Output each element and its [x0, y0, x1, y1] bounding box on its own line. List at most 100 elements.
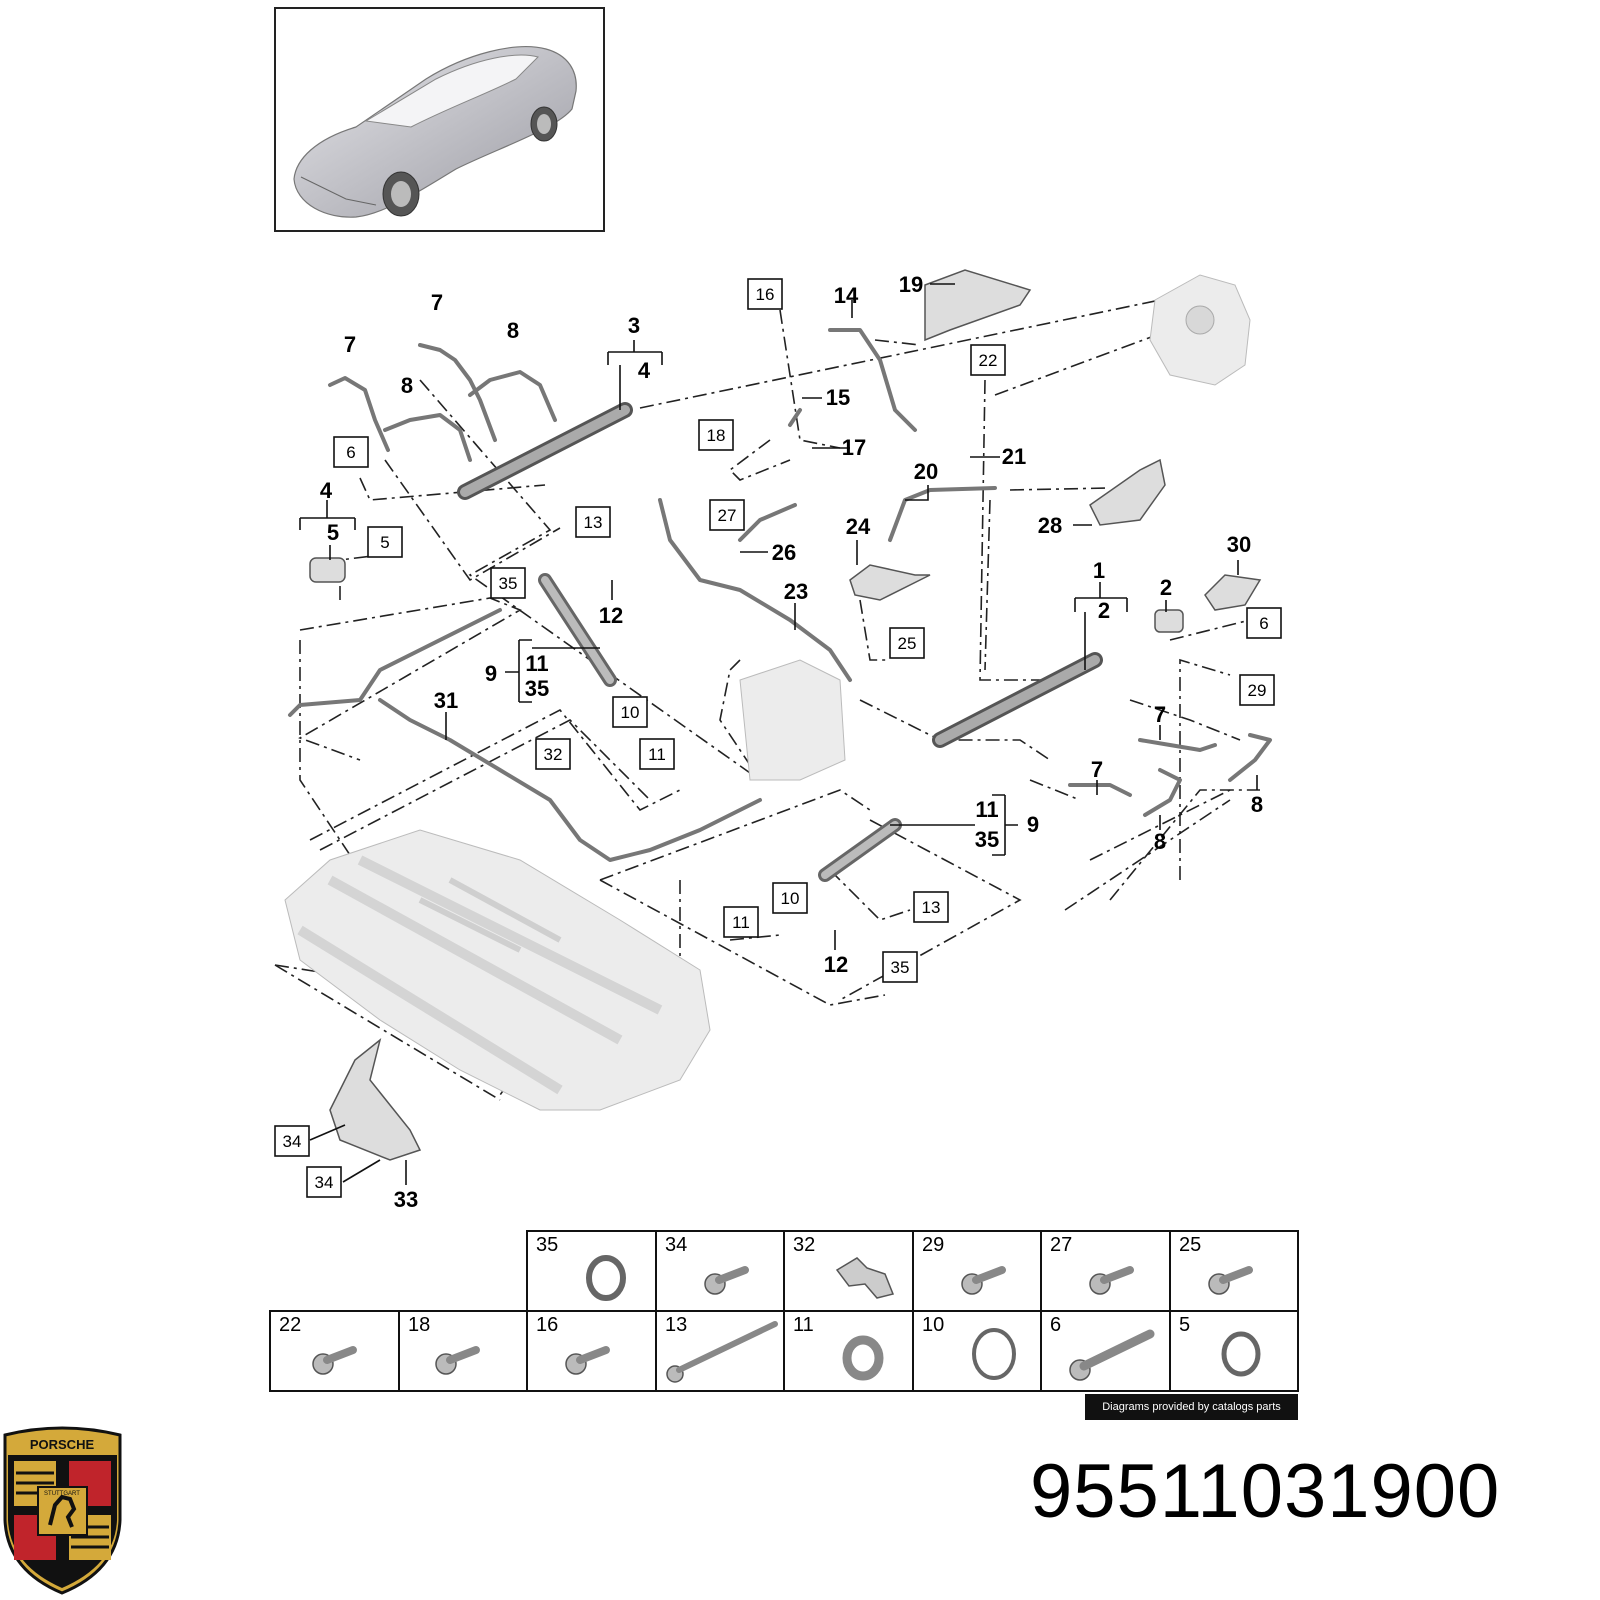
parts-cell: 29 — [912, 1230, 1042, 1312]
parts-cell: 11 — [783, 1310, 914, 1392]
parts-cell: 34 — [655, 1230, 785, 1312]
svg-text:6: 6 — [346, 443, 355, 462]
callout-28: 28 — [1038, 513, 1062, 538]
svg-text:6: 6 — [1259, 614, 1268, 633]
callout-11: 11 — [975, 797, 998, 822]
parts-cell: 5 — [1169, 1310, 1299, 1392]
bolt-icon — [1208, 1266, 1253, 1295]
bolt-icon — [704, 1266, 749, 1295]
svg-text:35: 35 — [499, 574, 518, 593]
callout-9: 9 — [485, 661, 497, 686]
pressure-sensor-left — [309, 557, 346, 583]
callout-33: 33 — [394, 1187, 418, 1212]
o-ring-icon — [586, 1255, 626, 1301]
leader-lines — [299, 283, 1258, 1185]
parts-cell: 6 — [1040, 1310, 1171, 1392]
high-pressure-pump — [1149, 274, 1251, 386]
callout-30: 30 — [1227, 532, 1251, 557]
heat-shield-30 — [1204, 574, 1262, 611]
car-illustration — [293, 46, 577, 218]
parts-cell: 32 — [783, 1230, 914, 1312]
boxed-callout-16: 16 — [747, 278, 783, 310]
injector-upper — [538, 573, 617, 687]
svg-text:13: 13 — [922, 898, 941, 917]
logo-city: STUTTGART — [44, 1491, 80, 1497]
callout-2: 2 — [1098, 598, 1110, 623]
callout-8: 8 — [401, 373, 413, 398]
engine-block — [284, 829, 711, 1111]
callout-12: 12 — [599, 603, 623, 628]
boxed-callout-11: 11 — [723, 906, 759, 938]
boxed-callout-18: 18 — [698, 419, 734, 451]
fuel-rail-right — [932, 652, 1103, 748]
parts-cell: 25 — [1169, 1230, 1299, 1312]
boxed-callout-32: 32 — [535, 738, 571, 770]
parts-cell: 10 — [912, 1310, 1042, 1392]
logo-wordmark: PORSCHE — [30, 1437, 95, 1452]
callout-9: 9 — [1027, 812, 1039, 837]
o-ring-icon — [1221, 1331, 1261, 1377]
svg-text:18: 18 — [707, 426, 726, 445]
callout-11: 11 — [525, 651, 548, 676]
engine-detail-photo — [739, 659, 846, 781]
callout-8: 8 — [507, 318, 519, 343]
svg-text:34: 34 — [283, 1132, 302, 1151]
callout-19: 19 — [899, 272, 923, 297]
parts-cell: 16 — [526, 1310, 657, 1392]
callout-7: 7 — [431, 290, 443, 315]
boxed-callout-34: 34 — [306, 1166, 342, 1198]
boxed-callout-6: 6 — [1246, 607, 1282, 639]
boxed-callout-22: 22 — [970, 344, 1006, 376]
o-ring-icon — [972, 1328, 1016, 1380]
svg-text:32: 32 — [544, 745, 563, 764]
callout-1: 1 — [1093, 558, 1105, 583]
callout-14: 14 — [834, 283, 859, 308]
callout-8: 8 — [1251, 792, 1263, 817]
svg-text:27: 27 — [718, 506, 737, 525]
bracket-28 — [1089, 458, 1166, 526]
bolt-icon — [1089, 1266, 1134, 1295]
porsche-crest-logo: PORSCHE STUTTGART — [0, 1425, 125, 1595]
svg-text:22: 22 — [979, 351, 998, 370]
callout-numbers: 7 7 8 8 3 4 4 5 14 19 15 17 21 20 24 28 … — [320, 272, 1263, 1212]
svg-text:16: 16 — [756, 285, 775, 304]
boxed-callout-10: 10 — [772, 882, 808, 914]
callout-7: 7 — [1154, 702, 1166, 727]
callout-15: 15 — [826, 385, 850, 410]
clip-icon — [835, 1257, 895, 1299]
callout-12: 12 — [824, 952, 848, 977]
seal-ring-icon — [842, 1335, 884, 1381]
parts-cell: 13 — [655, 1310, 785, 1392]
callout-31: 31 — [434, 688, 458, 713]
part-number: 95511031900 — [1030, 1449, 1501, 1534]
boxed-callout-5: 5 — [367, 526, 403, 558]
parts-cell: 22 — [269, 1310, 400, 1392]
bolt-icon — [961, 1266, 1006, 1295]
bolt-icon — [565, 1346, 610, 1375]
boxed-callout-13: 13 — [913, 891, 949, 923]
callout-7: 7 — [1091, 757, 1103, 782]
svg-text:11: 11 — [648, 745, 666, 764]
long-bolt-icon — [1069, 1329, 1155, 1381]
boxed-callout-13: 13 — [575, 506, 611, 538]
callout-7: 7 — [344, 332, 356, 357]
boxed-callout-25: 25 — [889, 627, 925, 659]
boxed-callout-35: 35 — [882, 951, 918, 983]
svg-text:11: 11 — [732, 913, 750, 932]
svg-text:13: 13 — [584, 513, 603, 532]
svg-text:10: 10 — [781, 889, 800, 908]
boxed-callout-35: 35 — [490, 567, 526, 599]
bracket-24 — [849, 564, 931, 601]
pressure-sensor-right — [1154, 609, 1184, 633]
callout-8: 8 — [1154, 829, 1166, 854]
injector-lower — [818, 818, 902, 882]
callout-23: 23 — [784, 579, 808, 604]
callout-4: 4 — [638, 358, 651, 383]
callout-26: 26 — [772, 540, 796, 565]
boxed-callout-29: 29 — [1239, 674, 1275, 706]
svg-text:25: 25 — [898, 634, 917, 653]
callout-24: 24 — [846, 514, 871, 539]
svg-text:10: 10 — [621, 703, 640, 722]
bracket-33 — [329, 1038, 422, 1161]
